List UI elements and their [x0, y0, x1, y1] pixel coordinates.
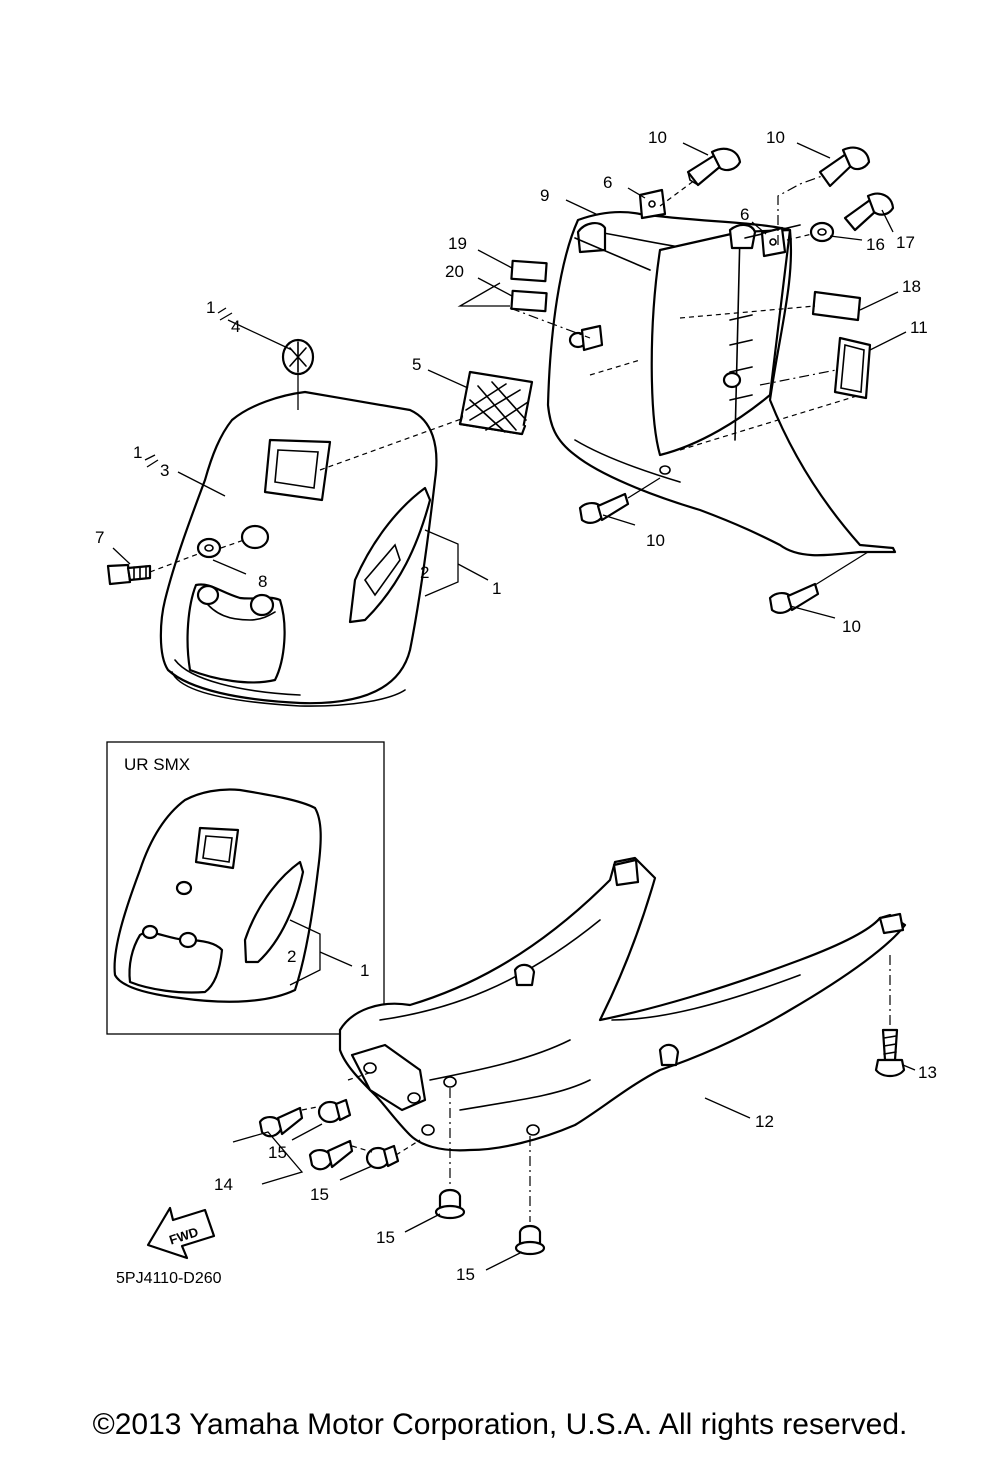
bolt-7: [106, 563, 152, 586]
collar-15a: [317, 1098, 352, 1124]
callout-1: 1: [492, 579, 501, 598]
callout-1: 1: [360, 961, 369, 980]
screw-17: [843, 192, 895, 232]
callout-2: 2: [287, 947, 296, 966]
screw-14a: [258, 1106, 304, 1138]
callout-18: 18: [902, 277, 921, 296]
label-20: [510, 289, 548, 313]
callout-15: 15: [268, 1143, 287, 1162]
inset-title: UR SMX: [124, 755, 190, 774]
collar-15c: [434, 1188, 466, 1220]
callout-15: 15: [310, 1185, 329, 1204]
callout-9: 9: [540, 186, 549, 205]
label-19: [510, 259, 548, 283]
screw-10a: [686, 147, 742, 187]
collar-15d: [514, 1224, 546, 1256]
callout-13: 13: [918, 1063, 937, 1082]
copyright-notice: ©2013 Yamaha Motor Corporation, U.S.A. A…: [92, 1408, 908, 1441]
front-cover: [159, 390, 438, 707]
callout-14: 14: [214, 1175, 233, 1194]
callout-12: 12: [755, 1112, 774, 1131]
callout-6: 6: [603, 173, 612, 192]
inner-leg-shield: [546, 210, 897, 557]
callout-15: 15: [456, 1265, 475, 1284]
nut-6b: [760, 226, 787, 258]
seal-11: [833, 336, 872, 400]
inset-frame: [106, 741, 385, 1035]
screw-10c: [578, 492, 630, 524]
callout-4: 4: [231, 317, 240, 336]
callout-2: 2: [420, 563, 429, 582]
label-18: [811, 290, 862, 322]
screw-10d: [768, 582, 820, 614]
yamaha-emblem-icon: [281, 338, 315, 376]
callout-10: 10: [648, 128, 667, 147]
leader-lines: [112, 142, 916, 1271]
washer-16: [809, 221, 835, 243]
callout-3: 3: [160, 461, 169, 480]
callout-1: 1: [206, 298, 215, 317]
inset-front-cover: [113, 788, 322, 1003]
footrest-board: [338, 856, 907, 1152]
screw-13: [874, 1028, 906, 1078]
callout-6: 6: [740, 205, 749, 224]
collar-15b: [365, 1144, 400, 1170]
screw-14b: [308, 1139, 354, 1171]
nut-6a: [638, 188, 667, 220]
callout-7: 7: [95, 528, 104, 547]
callouts: 10 10 9 6 6 17 16 19 20 18 11 10 10 1 4 …: [95, 128, 937, 1284]
fwd-arrow-icon: FWD: [146, 1206, 216, 1260]
callout-15: 15: [376, 1228, 395, 1247]
callout-8: 8: [258, 572, 267, 591]
screw-10b: [818, 146, 871, 188]
drawing-code: 5PJ4110-D260: [116, 1270, 222, 1287]
callout-19: 19: [448, 234, 467, 253]
callout-10: 10: [646, 531, 665, 550]
callout-11: 11: [910, 318, 928, 337]
callout-20: 20: [445, 262, 464, 281]
washer-8: [196, 537, 222, 559]
callout-1: 1: [133, 443, 142, 462]
callout-10: 10: [842, 617, 861, 636]
callout-10: 10: [766, 128, 785, 147]
callout-5: 5: [412, 355, 421, 374]
callout-16: 16: [866, 235, 885, 254]
callout-17: 17: [896, 233, 915, 252]
assembly-lines: [149, 175, 891, 1222]
vent-grille: [458, 370, 534, 436]
